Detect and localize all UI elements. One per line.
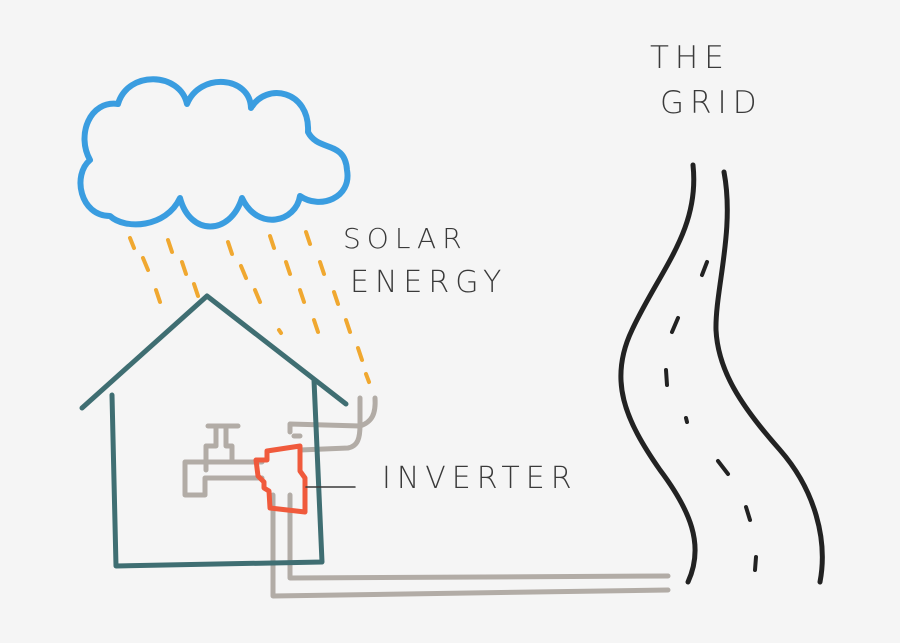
pipes bbox=[182, 395, 671, 599]
grid-label-line1: THE bbox=[650, 40, 730, 76]
roof-pipe-outer bbox=[287, 395, 378, 435]
road-edge-left bbox=[618, 162, 698, 585]
solar-label-line2: ENERGY bbox=[350, 265, 508, 300]
inverter-label: INVERTER bbox=[382, 461, 578, 496]
house-roof bbox=[79, 293, 349, 411]
grid-label-line2: GRID bbox=[660, 85, 763, 121]
house-icon bbox=[79, 293, 349, 569]
road-grid-icon bbox=[618, 162, 825, 585]
sun-rays-icon bbox=[128, 230, 371, 384]
road-edge-right bbox=[713, 169, 825, 585]
grid-pipe-outer bbox=[270, 492, 671, 599]
grid-pipe-inner bbox=[287, 492, 671, 581]
water-tap-icon bbox=[203, 423, 241, 473]
tap-neck bbox=[223, 423, 235, 465]
solar-label-line1: SOLAR bbox=[343, 222, 468, 255]
house-walls bbox=[109, 377, 325, 569]
tap-body bbox=[203, 423, 219, 473]
road-center-dashes bbox=[664, 260, 758, 572]
inverter-icon bbox=[253, 443, 308, 515]
cloud-icon bbox=[77, 76, 351, 230]
tap-feed-pipe bbox=[182, 459, 265, 498]
